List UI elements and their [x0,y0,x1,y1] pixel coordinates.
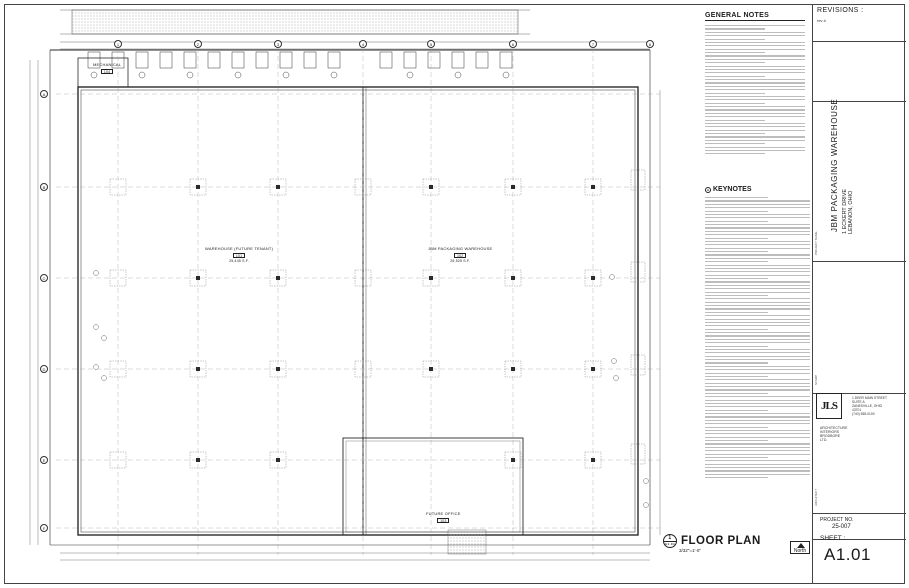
project-name-block [813,102,906,262]
firm-line: ARCHITECTURE [820,426,848,430]
future-office-room [342,437,524,536]
plan-scale: 3/32"=1'-0" [679,548,701,553]
firm-logo: JLS [816,393,842,419]
room-label-warehouse-future: WAREHOUSE (FUTURE TENANT) 101 25,445 S.F… [205,246,273,263]
grid-bubble-number: 5 [427,40,435,48]
project-address-line: LEBANON, OHIO [848,190,854,234]
grid-bubble-number: 1 [114,40,122,48]
grid-bubble-number: 2 [194,40,202,48]
stamp-block [813,262,906,394]
dimension-lines [29,60,661,561]
architect-block [813,394,906,514]
grid-bubble-number: 3 [274,40,282,48]
revision-item: rev # [817,18,826,23]
keynotes-hex-icon: A [705,186,711,193]
blank-block [813,42,906,102]
firm-line: BRODBORE LTD. [820,434,841,442]
room-label-future-office: FUTURE OFFICE 103 [426,511,461,524]
firm-address-line: ZANESVILLE, OHIO [852,404,883,408]
column-footings [109,169,646,469]
plan-bubble-number: 1 [668,535,672,541]
mechanical-room [77,57,129,88]
room-area: 25,445 S.F. [229,259,250,263]
grid-bubble-letter: B [40,183,48,191]
sheet-border [4,4,905,584]
firm-address-line: 43701 [852,408,862,412]
dock-doors [87,51,513,69]
floor-plan-drawing [29,9,661,561]
sheet-number: A1.01 [824,545,871,564]
revisions-block: REVISIONS : rev # [813,4,906,42]
exterior-walls [49,49,651,546]
firm-address-line: SUITE A [852,400,865,404]
keynotes-title-text: KEYNOTES [713,186,752,193]
project-address: 1 ECKERT DRIVE LEBANON, OHIO [842,189,854,234]
general-notes: GENERAL NOTES [705,12,805,157]
north-label: North [793,548,807,554]
entry-hatch [447,529,487,555]
room-area: 26,525 S.F. [450,259,471,263]
general-notes-title: GENERAL NOTES [705,12,805,21]
project-no-block [813,514,906,540]
grid-bubble-letter: C [40,274,48,282]
project-no: 25-007 [832,524,851,530]
grid-bubble-number: 7 [589,40,597,48]
grid-bubble-number: 4 [359,40,367,48]
firm-name: ARCHITECTURE INTERIORS BRODBORE LTD. [820,426,848,442]
room-tag: 104 [101,69,114,74]
firm-line: INTERIORS [820,430,840,434]
room-tag: 101 [233,253,246,258]
keynotes: A KEYNOTES [705,186,810,481]
dock-bumpers [90,71,510,79]
room-name: FUTURE OFFICE [426,511,461,516]
plan-title: 1 A1.01 FLOOR PLAN [663,534,761,548]
keynote-tags [93,270,649,508]
revisions-title: REVISIONS : [817,7,864,14]
stamp-label: STAMP [814,374,818,385]
firm-address: 1 DEER MAIN STREET SUITE A ZANESVILLE, O… [852,396,897,416]
project-no-label: PROJECT NO. [820,517,854,523]
room-name: JBM PACKAGING WAREHOUSE [428,246,493,251]
room-tag: 102 [454,253,467,258]
loading-dock-hatch [71,9,519,35]
keynotes-text [705,197,810,479]
room-label-jbm-warehouse: JBM PACKAGING WAREHOUSE 102 26,525 S.F. [428,246,492,263]
sheet-label: SHEET : [820,535,846,542]
plan-title-text: FLOOR PLAN [681,535,761,547]
project-name: JBM PACKAGING WAREHOUSE [830,98,839,232]
firm-address-line: (740) 555-0100 [852,412,875,416]
room-tag: 103 [437,518,450,523]
room-name: MECHANICAL [93,62,122,67]
grid-bubble-number: 6 [509,40,517,48]
firm-address-line: 1 DEER MAIN STREET [852,396,887,400]
title-block: REVISIONS : rev # [812,4,906,584]
north-arrow: North [790,541,810,554]
plan-title-bubble: 1 A1.01 [663,534,677,548]
dimension-lines-top [60,9,650,50]
grid-bubble-letter: F [40,524,48,532]
general-notes-text [705,25,805,155]
room-label-mechanical: MECHANICAL 104 [93,62,121,75]
room-name: WAREHOUSE (FUTURE TENANT) [205,246,274,251]
grid-bubble-letter: A [40,90,48,98]
keynotes-title: A KEYNOTES [705,186,810,193]
architect-label: ARCHITECT [814,488,818,506]
grid-bubble-letter: E [40,456,48,464]
grid-bubble-number: 8 [646,40,654,48]
project-name-label: PROJECT NAME [814,231,818,255]
column-grid-lines [56,40,660,555]
columns [196,185,595,462]
plan-bubble-sheet: A1.01 [664,542,676,546]
grid-bubble-letter: D [40,365,48,373]
